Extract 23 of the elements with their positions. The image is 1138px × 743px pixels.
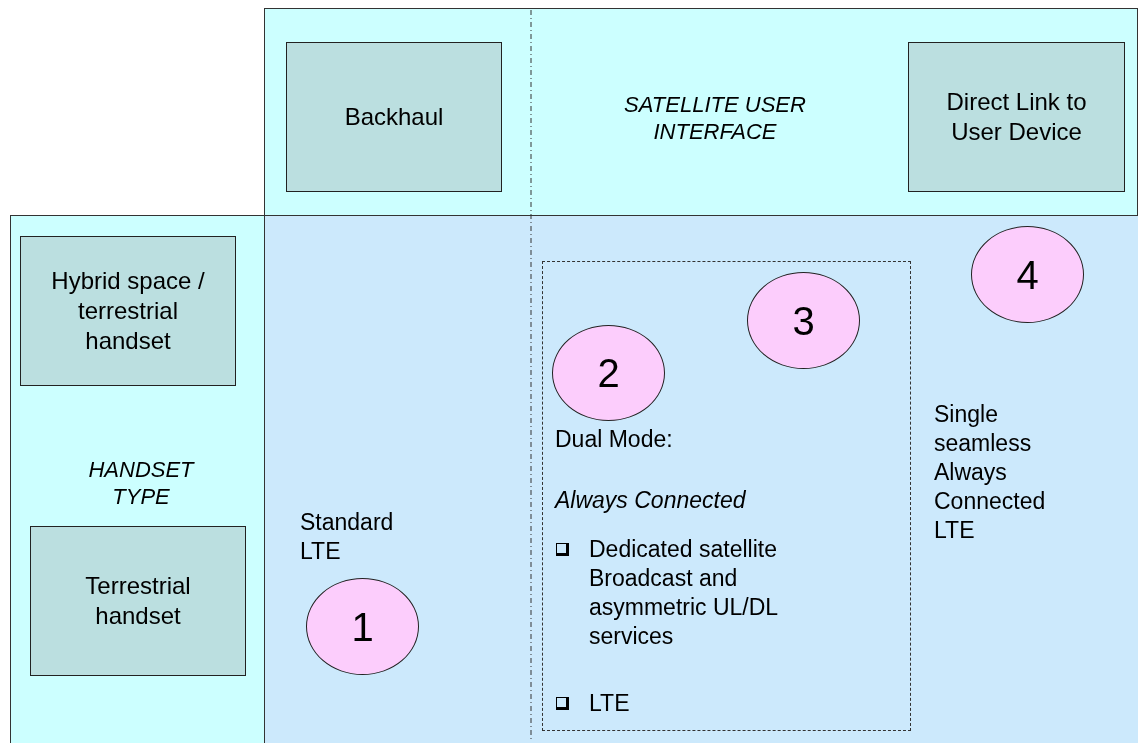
step-number: 2 bbox=[596, 351, 621, 395]
list-item: LTE bbox=[589, 689, 631, 718]
side-band bbox=[10, 215, 265, 743]
scenario-title: Dual Mode: bbox=[555, 425, 674, 454]
step-number: 4 bbox=[1015, 252, 1040, 297]
step-number: 1 bbox=[350, 604, 375, 649]
step-number: 3 bbox=[791, 298, 816, 343]
category-box bbox=[30, 526, 246, 676]
list-item: Dedicated satellite Broadcast and asymmetric UL/DL services bbox=[589, 535, 779, 651]
scenario-label: Single seamless Always Connected LTE bbox=[934, 400, 1047, 545]
header-band bbox=[264, 8, 1138, 216]
scenario-label: Standard LTE bbox=[300, 508, 395, 566]
axis-heading: SATELLITE USER INTERFACE bbox=[623, 91, 807, 145]
axis-heading: HANDSET TYPE bbox=[87, 456, 196, 510]
scenario-frame bbox=[542, 261, 911, 731]
category-box bbox=[286, 42, 502, 192]
box-label: Direct Link to User Device bbox=[945, 87, 1088, 147]
box-label: Hybrid space / terrestrial handset bbox=[50, 266, 206, 356]
scenario-subtitle: Always Connected bbox=[555, 486, 747, 515]
category-box bbox=[908, 42, 1125, 192]
box-label: Backhaul bbox=[343, 102, 445, 132]
box-label: Terrestrial handset bbox=[84, 571, 192, 631]
category-box bbox=[20, 236, 236, 386]
